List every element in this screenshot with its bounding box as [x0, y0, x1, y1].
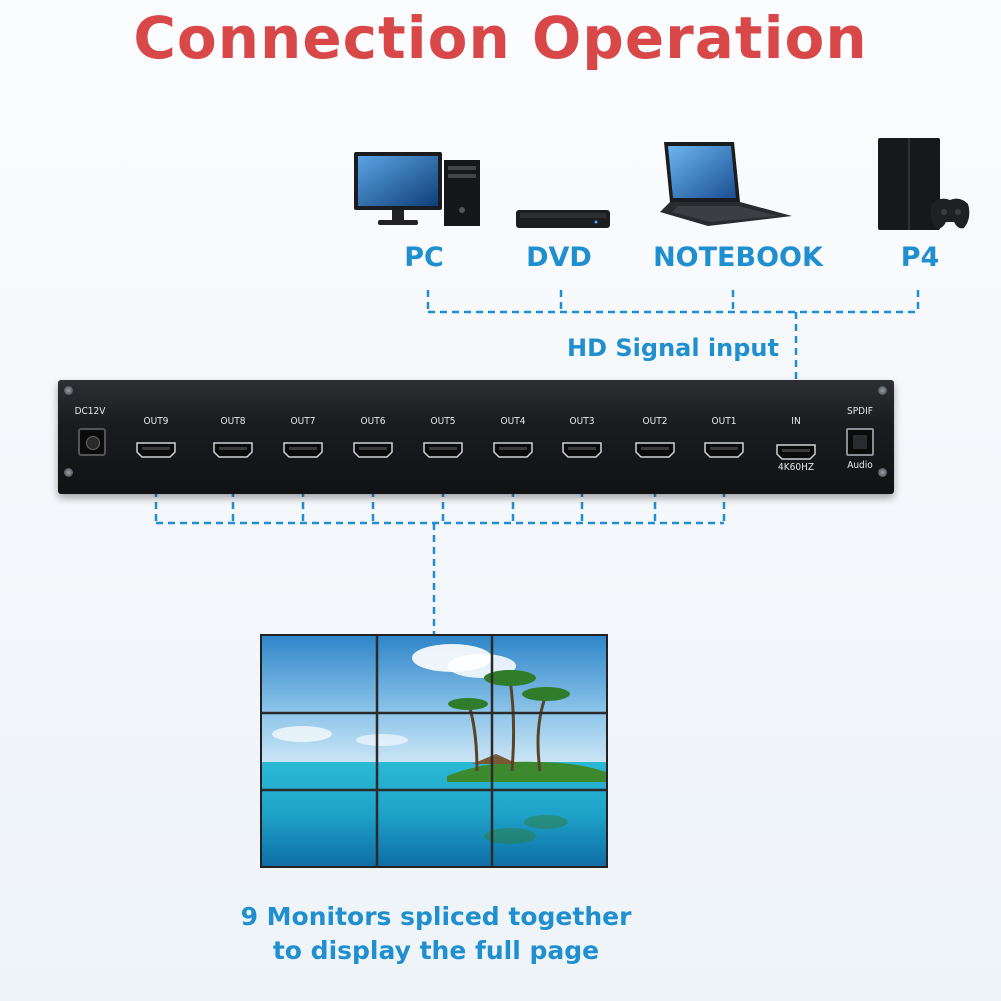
wall-caption-line1: 9 Monitors spliced together [240, 902, 632, 931]
hdmi-output-port-icon [562, 442, 602, 458]
power-port-label: DC12V [74, 406, 106, 417]
dvd-player-icon [514, 206, 612, 232]
source-label-p4: P4 [900, 242, 940, 273]
hdmi-splitter-panel: DC12V OUT9 OUT8 OUT7 OUT6 OUT5 OUT4 OUT3 OUT2 OU… [58, 380, 894, 494]
audio-label: Audio [847, 460, 873, 471]
output-port-label: OUT7 [290, 416, 316, 427]
output-port-label: OUT6 [360, 416, 386, 427]
source-label-notebook: NOTEBOOK [653, 242, 823, 273]
game-console-icon [874, 136, 974, 234]
hdmi-output-port-icon [213, 442, 253, 458]
notebook-icon [656, 140, 796, 230]
video-wall [260, 634, 608, 868]
wall-caption-line2: to display the full page [272, 936, 600, 965]
hdmi-input-port-icon [776, 444, 816, 460]
output-port-label: OUT8 [220, 416, 246, 427]
hdmi-output-port-icon [493, 442, 533, 458]
hdmi-output-port-icon [635, 442, 675, 458]
power-jack-icon [78, 428, 106, 456]
hdmi-output-port-icon [423, 442, 463, 458]
source-label-pc: PC [404, 242, 444, 273]
pc-icon [352, 150, 484, 232]
screw-icon [878, 468, 887, 477]
screw-icon [64, 468, 73, 477]
output-port-label: OUT2 [642, 416, 668, 427]
screw-icon [64, 386, 73, 395]
output-port-label: OUT3 [569, 416, 595, 427]
spdif-port-icon [846, 428, 874, 456]
input-resolution-label: 4K60HZ [778, 462, 814, 473]
output-port-label: OUT1 [711, 416, 737, 427]
hdmi-output-port-icon [704, 442, 744, 458]
output-port-label: OUT4 [500, 416, 526, 427]
page-title: Connection Operation [133, 4, 868, 72]
output-port-label: OUT9 [143, 416, 169, 427]
input-caption: HD Signal input [567, 334, 779, 362]
hdmi-output-port-icon [136, 442, 176, 458]
input-port-label: IN [791, 416, 801, 427]
spdif-label: SPDIF [847, 406, 873, 417]
hdmi-output-port-icon [283, 442, 323, 458]
screw-icon [878, 386, 887, 395]
beach-scene-image [262, 636, 606, 866]
source-label-dvd: DVD [526, 242, 592, 273]
output-port-label: OUT5 [430, 416, 456, 427]
hdmi-output-port-icon [353, 442, 393, 458]
